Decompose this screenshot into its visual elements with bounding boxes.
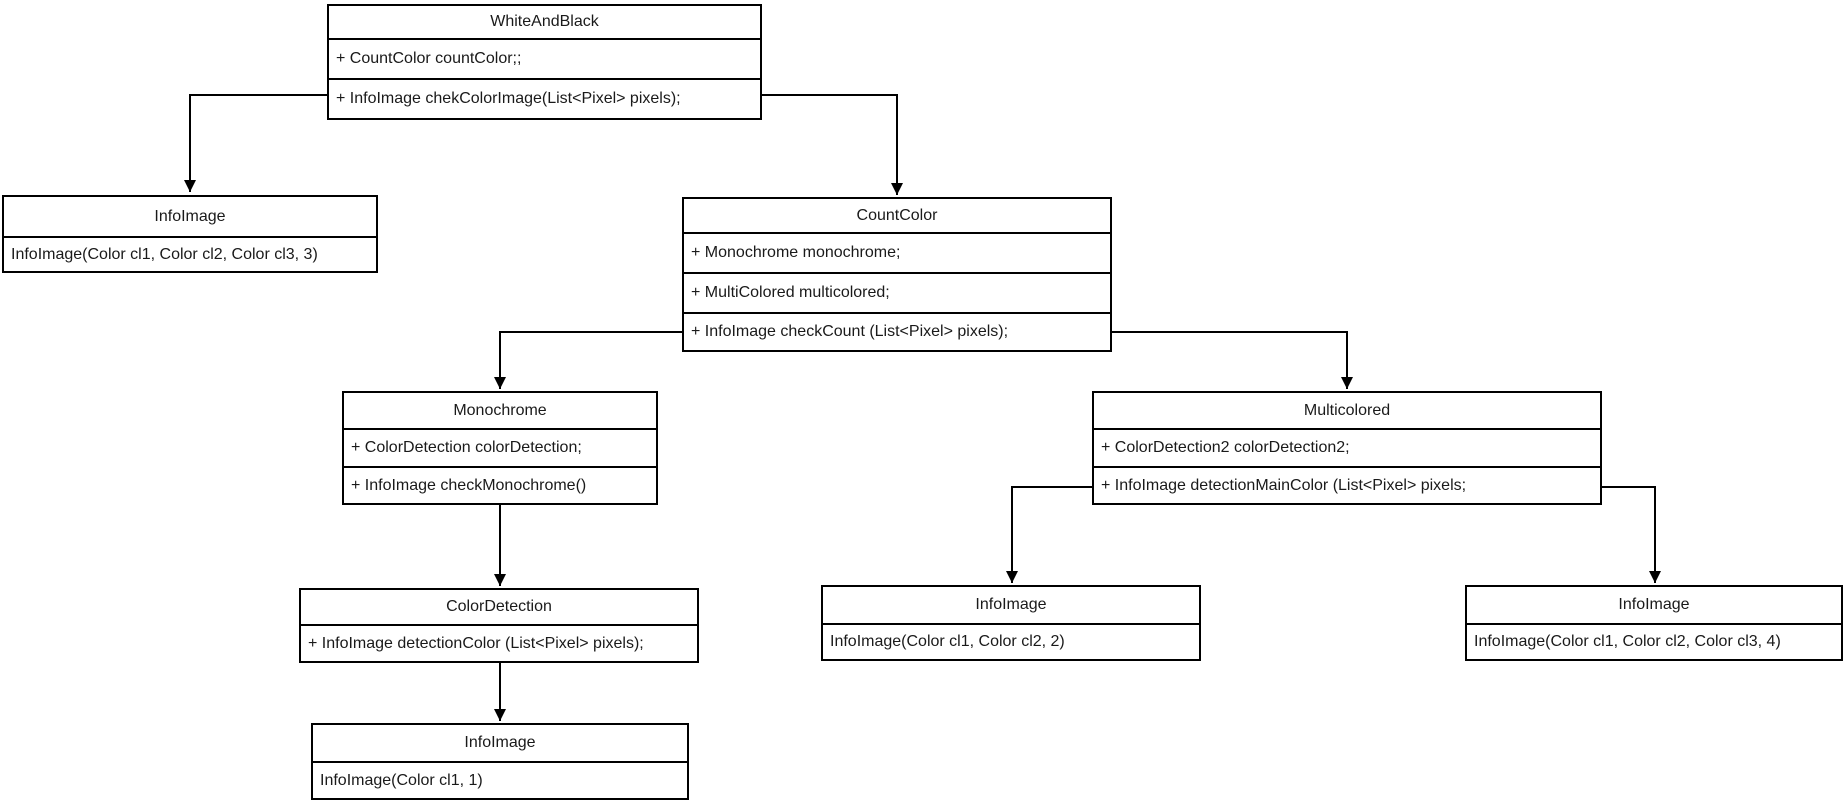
- class-member: + InfoImage checkCount (List<Pixel> pixe…: [691, 323, 1009, 340]
- class-box-infoimage1: InfoImage InfoImage(Color cl1, 1): [311, 723, 689, 800]
- class-member: + Monochrome monochrome;: [684, 234, 1110, 274]
- class-title: InfoImage: [823, 587, 1199, 625]
- edge-whiteandblack-to-countcolor: [762, 94, 903, 195]
- class-box-infoimage3: InfoImage InfoImage(Color cl1, Color cl2…: [2, 195, 378, 273]
- class-member: + MultiColored multicolored;: [684, 274, 1110, 314]
- class-member: + InfoImage checkMonochrome(): [351, 476, 587, 494]
- edge-multicolored-to-infoimage4: [1602, 486, 1661, 583]
- class-title: WhiteAndBlack: [329, 6, 760, 40]
- class-title: Multicolored: [1094, 393, 1600, 430]
- class-title: InfoImage: [1467, 587, 1841, 625]
- class-member: + InfoImage detectionMainColor (List<Pix…: [1101, 476, 1467, 494]
- class-member: InfoImage(Color cl1, Color cl2, Color cl…: [11, 245, 318, 263]
- class-title: InfoImage: [4, 197, 376, 238]
- class-title: ColorDetection: [301, 590, 697, 626]
- class-box-infoimage2: InfoImage InfoImage(Color cl1, Color cl2…: [821, 585, 1201, 661]
- edge-countcolor-to-monochrome: [494, 331, 682, 389]
- class-member: + ColorDetection2 colorDetection2;: [1094, 430, 1600, 468]
- class-box-infoimage4: InfoImage InfoImage(Color cl1, Color cl2…: [1465, 585, 1843, 661]
- edge-countcolor-to-multicolored: [1112, 331, 1353, 389]
- class-member: InfoImage(Color cl1, Color cl2, 2): [830, 633, 1065, 650]
- edge-multicolored-to-infoimage2: [1006, 486, 1092, 583]
- class-member: + ColorDetection colorDetection;: [344, 430, 656, 468]
- class-title: Monochrome: [344, 393, 656, 430]
- class-box-monochrome: Monochrome + ColorDetection colorDetecti…: [342, 391, 658, 505]
- class-title: InfoImage: [313, 725, 687, 763]
- class-member: InfoImage(Color cl1, Color cl2, Color cl…: [1474, 633, 1781, 650]
- class-box-countcolor: CountColor + Monochrome monochrome; + Mu…: [682, 197, 1112, 352]
- class-box-colordetection: ColorDetection + InfoImage detectionColo…: [299, 588, 699, 663]
- class-member: + InfoImage detectionColor (List<Pixel> …: [308, 634, 644, 652]
- edge-whiteandblack-to-infoimage3: [184, 94, 327, 192]
- class-box-multicolored: Multicolored + ColorDetection2 colorDete…: [1092, 391, 1602, 505]
- class-member: InfoImage(Color cl1, 1): [320, 771, 483, 789]
- class-member: + InfoImage chekColorImage(List<Pixel> p…: [336, 90, 681, 107]
- class-title: CountColor: [684, 199, 1110, 234]
- class-member: + CountColor countColor;;: [329, 40, 760, 80]
- class-box-whiteandblack: WhiteAndBlack + CountColor countColor;; …: [327, 4, 762, 120]
